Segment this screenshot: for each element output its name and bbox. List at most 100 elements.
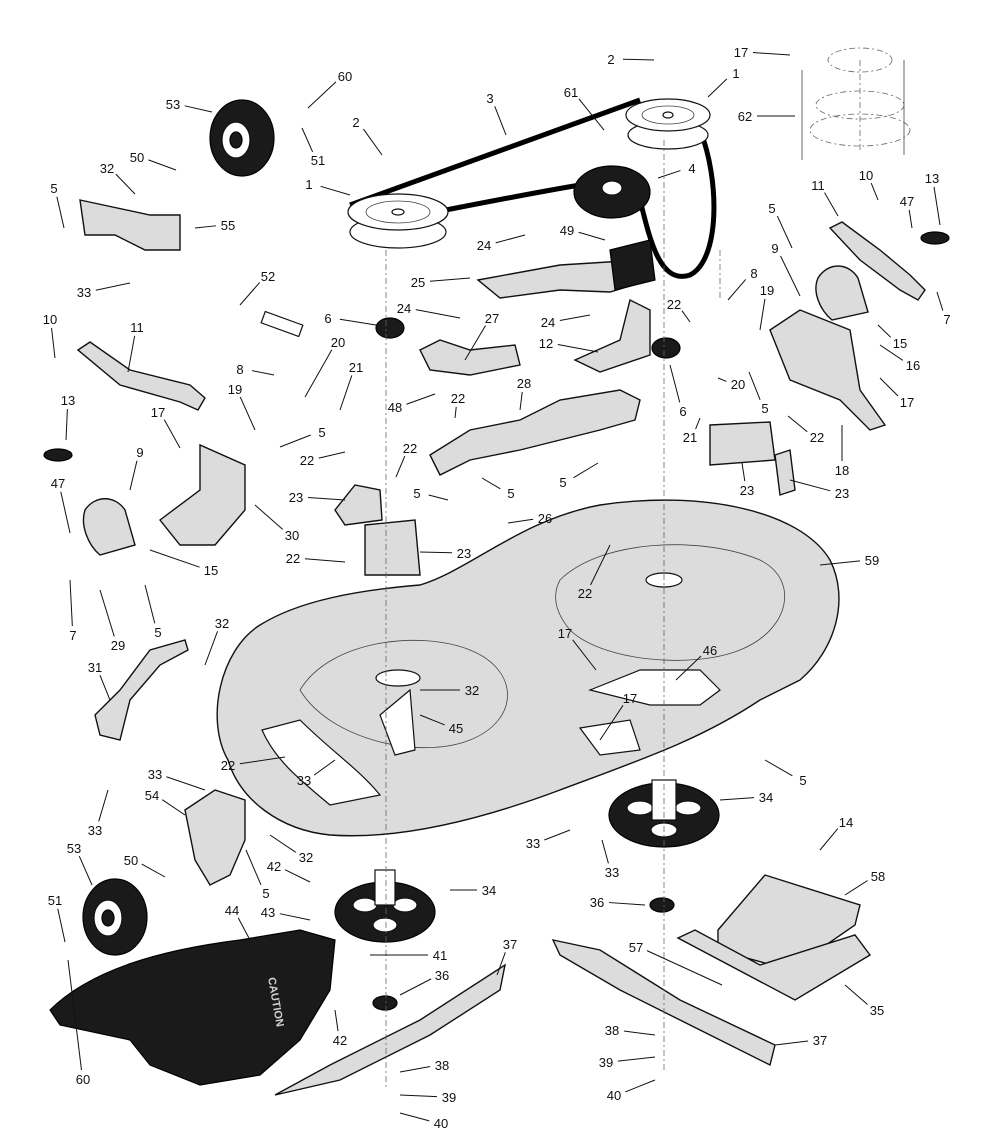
gauge-wheel-53-bottom — [82, 878, 148, 956]
center-lines — [385, 140, 721, 1090]
pulley-left — [347, 193, 449, 249]
callout-60: 60 — [307, 69, 352, 109]
callout-18: 18 — [835, 425, 849, 478]
callout-number: 58 — [871, 869, 885, 884]
callout-leader — [95, 282, 131, 291]
callout-leader — [936, 291, 944, 311]
baffle-23-right-small — [774, 449, 796, 496]
callout-12: 12 — [539, 336, 599, 353]
callout-22: 22 — [300, 451, 346, 468]
deflector-bracket-31 — [94, 639, 189, 741]
callout-16: 16 — [879, 344, 920, 373]
callout-number: 39 — [599, 1055, 613, 1070]
callout-37: 37 — [774, 1033, 827, 1048]
callout-number: 22 — [286, 551, 300, 566]
callout-33: 33 — [88, 789, 109, 838]
callout-43: 43 — [261, 905, 311, 921]
callout-number: 29 — [111, 638, 125, 653]
callout-number: 17 — [558, 626, 572, 641]
callout-number: 13 — [925, 171, 939, 186]
callout-leader — [507, 518, 534, 524]
callout-number: 44 — [225, 903, 239, 918]
callout-leader — [454, 406, 457, 419]
callout-number: 22 — [221, 758, 235, 773]
callout-number: 45 — [449, 721, 463, 736]
callout-number: 61 — [564, 85, 578, 100]
callout-number: 33 — [297, 773, 311, 788]
callout-leader — [481, 477, 501, 490]
callout-leader — [204, 631, 218, 666]
idler-pulley — [573, 165, 651, 219]
callout-48: 48 — [388, 393, 436, 415]
callout-number: 19 — [228, 382, 242, 397]
callout-number: 5 — [318, 425, 325, 440]
callout-leader — [741, 462, 746, 482]
callout-17: 17 — [734, 45, 791, 60]
hanger-bracket-30 — [159, 443, 246, 546]
callout-number: 3 — [486, 91, 493, 106]
callout-leader — [301, 127, 314, 153]
callout-22: 22 — [395, 441, 417, 478]
bearing-36-right — [649, 897, 675, 913]
callout-23: 23 — [789, 479, 849, 501]
callout-leader — [69, 579, 73, 627]
callout-number: 51 — [311, 153, 325, 168]
callout-5: 5 — [481, 477, 515, 501]
spring-52 — [260, 310, 304, 338]
callout-leader — [844, 880, 868, 896]
callout-leader — [657, 170, 681, 179]
callout-35: 35 — [844, 984, 884, 1018]
callout-44: 44 — [225, 903, 251, 941]
callout-13: 13 — [61, 393, 75, 441]
callout-28: 28 — [517, 376, 531, 411]
callout-54: 54 — [145, 788, 186, 816]
callout-number: 22 — [810, 430, 824, 445]
callout-leader — [339, 318, 377, 326]
callout-leader — [429, 277, 471, 282]
callout-13: 13 — [925, 171, 941, 226]
callout-7: 7 — [936, 291, 951, 327]
bracket-12 — [573, 298, 651, 373]
callout-number: 23 — [289, 490, 303, 505]
callout-leader — [98, 789, 109, 822]
callout-61: 61 — [564, 85, 605, 131]
callout-42: 42 — [333, 1009, 347, 1048]
callout-leader — [148, 159, 177, 171]
baffle-23-upper — [334, 484, 383, 526]
callout-number: 33 — [148, 767, 162, 782]
callout-62: 62 — [738, 109, 795, 124]
callout-number: 38 — [605, 1023, 619, 1038]
callout-19: 19 — [759, 283, 774, 331]
callout-17: 17 — [558, 626, 597, 671]
callout-22: 22 — [787, 415, 824, 445]
callout-leader — [239, 396, 256, 431]
callout-number: 33 — [77, 285, 91, 300]
callout-leader — [578, 98, 605, 131]
callout-leader — [78, 855, 93, 886]
knob-13-left — [43, 448, 73, 462]
callout-17: 17 — [599, 691, 637, 741]
callout-leader — [599, 705, 624, 741]
callout-number: 8 — [750, 266, 757, 281]
callout-number: 53 — [67, 841, 81, 856]
callout-number: 22 — [667, 297, 681, 312]
callout-1: 1 — [305, 177, 351, 196]
callout-leader — [819, 828, 839, 851]
callout-leader — [251, 370, 275, 376]
callout-leader — [495, 234, 526, 244]
callout-leader — [759, 298, 766, 331]
callout-number: 60 — [338, 69, 352, 84]
callout-45: 45 — [419, 714, 463, 736]
callout-leader — [675, 655, 702, 681]
callout-leader — [284, 869, 311, 883]
callout-leader — [496, 952, 506, 976]
callout-leader — [590, 544, 611, 586]
callout-number: 34 — [759, 790, 773, 805]
callout-leader — [399, 978, 432, 996]
callout-leader — [573, 462, 599, 479]
callout-number: 50 — [130, 150, 144, 165]
callout-36: 36 — [399, 968, 449, 996]
callout-leader — [149, 549, 200, 568]
callout-leader — [304, 349, 333, 398]
callout-number: 18 — [835, 463, 849, 478]
